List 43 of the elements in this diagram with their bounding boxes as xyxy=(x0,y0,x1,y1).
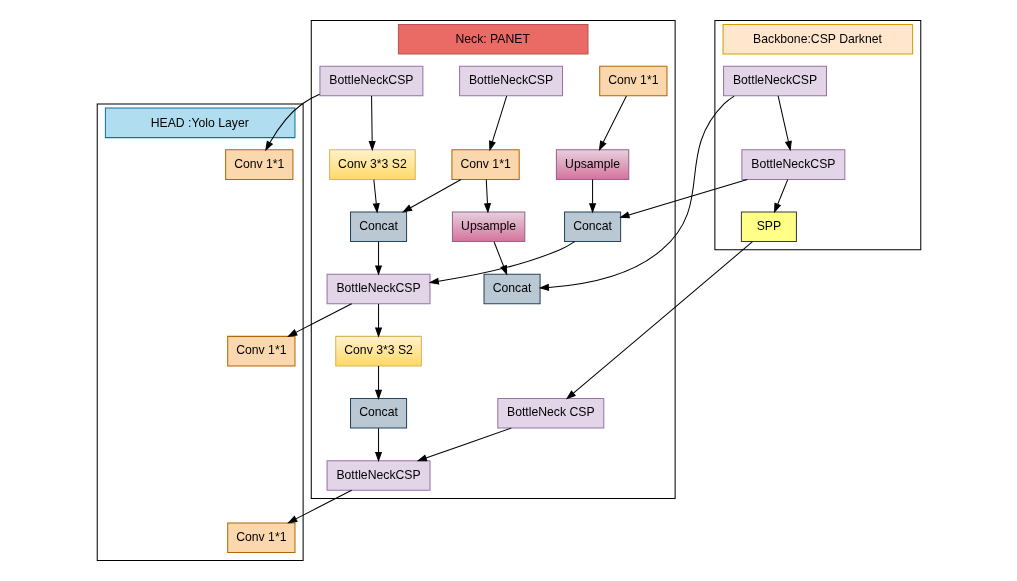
arrow xyxy=(773,179,788,214)
arrow xyxy=(538,95,735,291)
node-box: Concat xyxy=(483,273,541,305)
node-box: Conv 1*1 xyxy=(224,149,293,180)
arrow xyxy=(488,95,507,152)
arrow xyxy=(372,179,380,214)
node-box: BottleNeckCSP xyxy=(326,273,430,305)
arrow xyxy=(374,427,382,463)
node-box: BottleNeck CSP xyxy=(496,398,604,429)
arrow xyxy=(286,489,352,524)
node-box: BottleNeckCSP xyxy=(740,149,845,180)
arrow xyxy=(428,241,575,285)
node-box: Upsample xyxy=(555,149,629,180)
node-box: Conv 3*3 S2 xyxy=(328,149,416,180)
arrow xyxy=(493,241,507,276)
node-box: Conv 1*1 xyxy=(598,65,667,97)
arrow xyxy=(416,427,512,462)
node-box: Conv 1*1 xyxy=(226,522,295,553)
node-box: Concat xyxy=(349,398,407,429)
arrow xyxy=(618,178,748,219)
node-box: Upsample xyxy=(451,211,525,243)
node-box: Conv 1*1 xyxy=(450,149,520,180)
arrow xyxy=(264,93,320,152)
node-box: Conv 3*3 S2 xyxy=(334,335,422,367)
node-box: Concat xyxy=(349,211,407,243)
arrow xyxy=(777,95,792,152)
arrow xyxy=(483,179,491,214)
arrow xyxy=(588,179,596,214)
node-box: BottleNeckCSP xyxy=(326,460,430,491)
arrow xyxy=(401,178,461,213)
node-box: BottleNeckCSP xyxy=(722,65,827,97)
arrow xyxy=(374,365,382,400)
node-box: BottleNeckCSP xyxy=(458,65,563,97)
node-box: Concat xyxy=(563,211,621,243)
arrow xyxy=(374,303,382,338)
arrow xyxy=(565,241,753,400)
arrow xyxy=(374,241,382,276)
arrow xyxy=(368,95,376,152)
arrow xyxy=(598,95,627,152)
node-box: BottleNeckCSP xyxy=(318,65,423,97)
arrow xyxy=(286,303,352,337)
node-box: Conv 1*1 xyxy=(226,335,295,367)
node-box: SPP xyxy=(740,211,797,243)
